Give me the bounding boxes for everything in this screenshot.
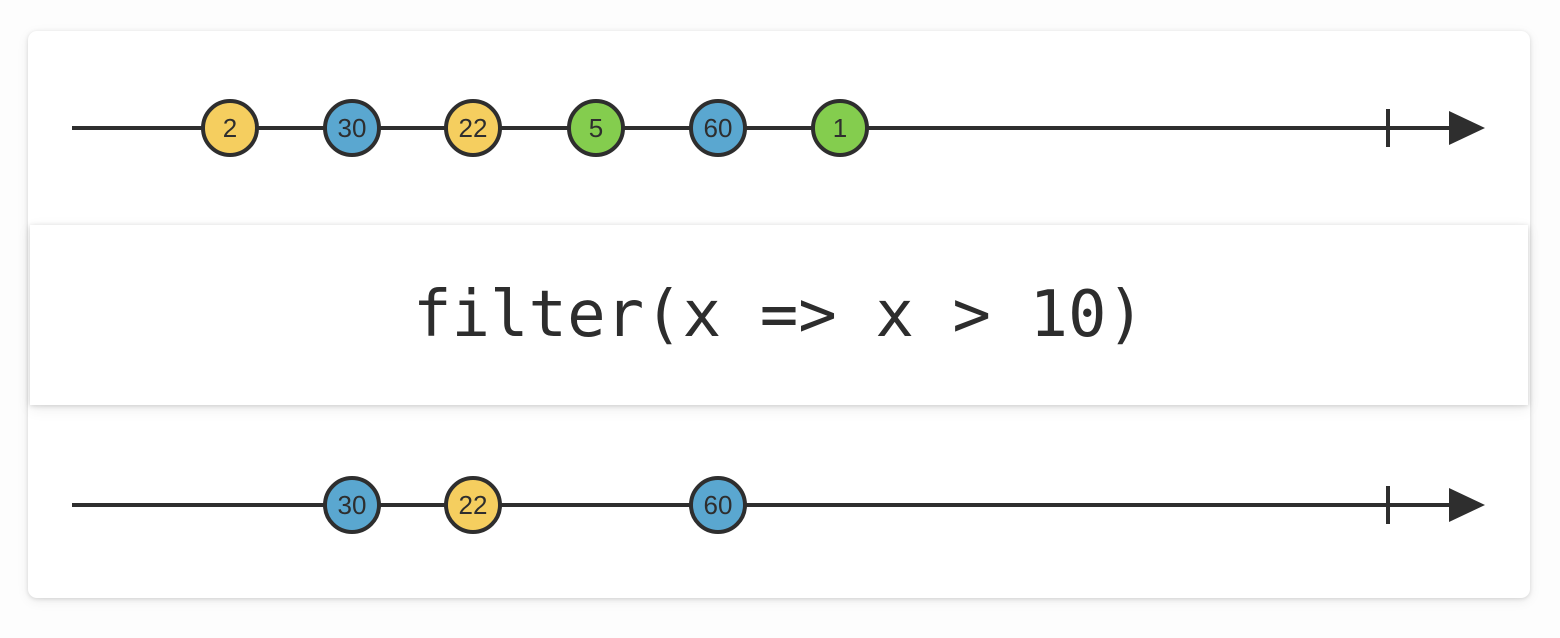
marble-circle <box>567 99 625 157</box>
marble-value: 60 <box>704 490 733 520</box>
input-marbles: 2 30 22 5 60 1 <box>201 99 869 157</box>
output-axis <box>72 486 1485 524</box>
marble-30[interactable]: 30 <box>323 476 381 534</box>
marble-circle <box>201 99 259 157</box>
marble-value: 1 <box>833 113 847 143</box>
marble-value: 22 <box>459 113 488 143</box>
marble-value: 30 <box>338 490 367 520</box>
marble-value: 5 <box>589 113 603 143</box>
marble-circle <box>444 99 502 157</box>
marble-circle <box>444 476 502 534</box>
marble-circle <box>689 99 747 157</box>
marble-1[interactable]: 1 <box>811 99 869 157</box>
operator-band: filter(x => x > 10) <box>30 225 1528 405</box>
marble-30[interactable]: 30 <box>323 99 381 157</box>
timeline-arrow-icon <box>1449 488 1485 522</box>
timeline-arrow-icon <box>1449 111 1485 145</box>
input-timeline: 2 30 22 5 60 1 <box>0 68 1560 188</box>
output-marbles: 30 22 60 <box>323 476 747 534</box>
operator-label: filter(x => x > 10) <box>412 278 1146 352</box>
marble-value: 22 <box>459 490 488 520</box>
marble-2[interactable]: 2 <box>201 99 259 157</box>
marble-22[interactable]: 22 <box>444 476 502 534</box>
marble-circle <box>811 99 869 157</box>
marble-60[interactable]: 60 <box>689 476 747 534</box>
marble-60[interactable]: 60 <box>689 99 747 157</box>
marble-circle <box>323 476 381 534</box>
marble-circle <box>323 99 381 157</box>
marble-value: 60 <box>704 113 733 143</box>
marble-5[interactable]: 5 <box>567 99 625 157</box>
output-timeline: 30 22 60 <box>0 445 1560 565</box>
input-timeline-svg: 2 30 22 5 60 1 <box>72 99 1485 157</box>
marble-circle <box>689 476 747 534</box>
marble-22[interactable]: 22 <box>444 99 502 157</box>
output-timeline-svg: 30 22 60 <box>72 476 1485 534</box>
marble-value: 2 <box>223 113 237 143</box>
marble-value: 30 <box>338 113 367 143</box>
input-axis <box>72 109 1485 147</box>
